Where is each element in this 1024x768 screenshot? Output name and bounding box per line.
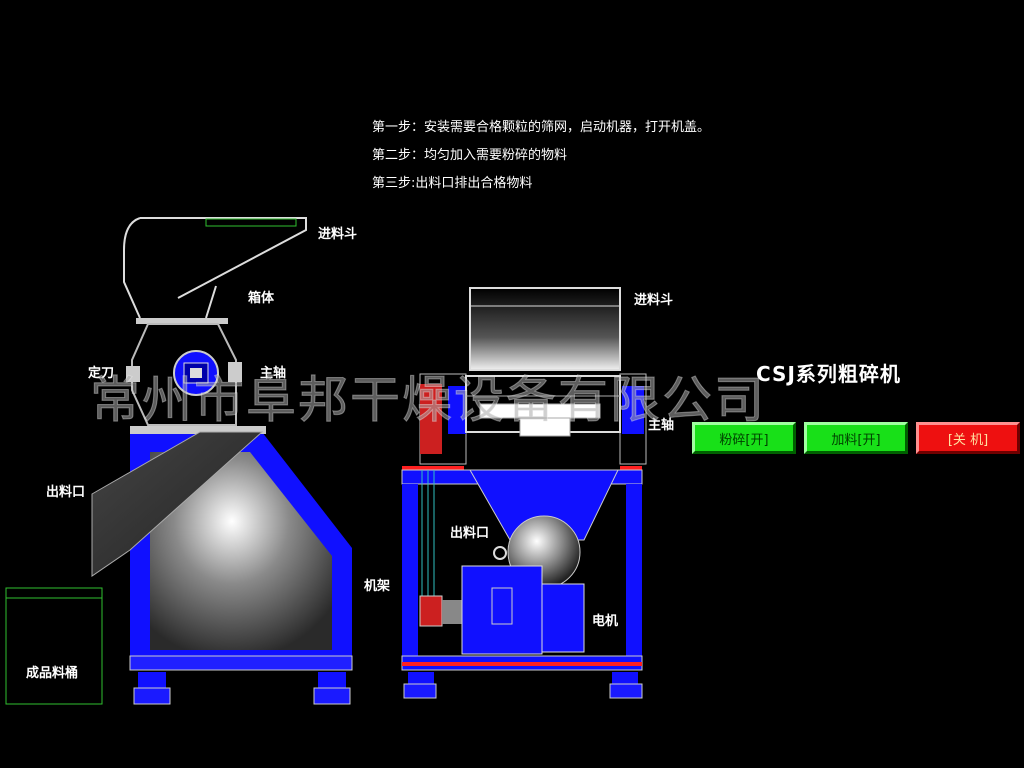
label-frame: 机架 [364,579,391,594]
machine-title: CSJ系列粗碎机 [756,362,901,386]
fixed-blade-mark [126,366,140,382]
label-left-main-shaft: 主轴 [260,366,287,381]
label-left-feed-hopper: 进料斗 [318,227,358,242]
label-right-outlet: 出料口 [450,526,490,541]
feed-on-button[interactable]: 加料[开] [804,422,908,454]
label-fixed-blade: 定刀 [88,366,115,381]
left-chamber [150,452,332,650]
step-1-text: 第一步：安装需要合格颗粒的筛网，启动机器，打开机盖。 [372,120,711,135]
left-outlet-chute [91,431,264,577]
label-housing: 箱体 [248,291,275,306]
main-shaft-mark [228,362,242,382]
crush-on-button[interactable]: 粉碎[开] [692,422,796,454]
right-hopper [469,287,621,371]
right-bearing [622,386,644,434]
motor-pulley [419,595,443,627]
right-outlet-funnel [469,469,619,541]
left-hopper-outline [140,217,307,299]
step-2-text: 第二步：均匀加入需要粉碎的物料 [372,148,568,163]
step-3-text: 第三步:出料口排出合格物料 [372,176,533,191]
label-motor: 电机 [592,614,619,629]
label-product-bin: 成品料桶 [26,666,79,681]
label-right-feed-hopper: 进料斗 [634,293,674,308]
left-machine [5,217,353,705]
label-left-outlet: 出料口 [46,485,86,500]
label-right-main-shaft: 主轴 [648,418,675,433]
left-hopper-back [123,217,141,319]
product-bin [5,587,103,705]
right-machine [401,287,647,699]
left-hopper-window [205,218,297,227]
shutdown-button[interactable]: [关 机] [916,422,1020,454]
left-bearing [420,384,442,454]
